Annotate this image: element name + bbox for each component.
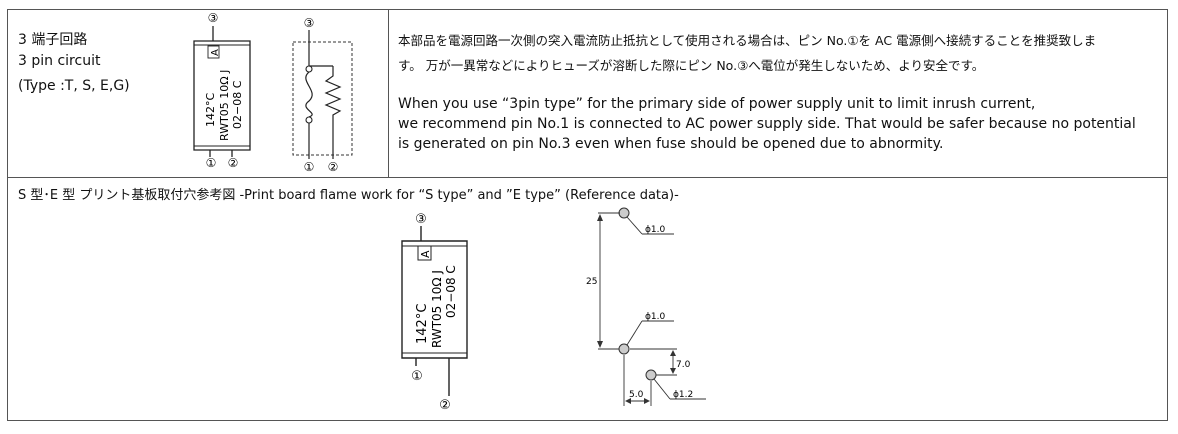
circuit-types: (Type :T, S, E,G): [18, 78, 130, 94]
schematic-pin-1-label: ①: [304, 160, 315, 174]
hole-top-dimension: ϕ1.0: [645, 225, 666, 235]
circuit-title-jp: 3 端子回路: [18, 32, 88, 48]
outer-frame: [7, 9, 1168, 421]
component-side-view: ③ ① ② 142°C A RWT05 10Ω J 02−08 C: [401, 212, 468, 413]
marking-line-3: 02−08 C: [231, 80, 244, 129]
description-jp-line-1: 本部品を電源回路一次側の突入電流防止抵抗として使用される場合は、ピン No.①を…: [398, 33, 1097, 48]
marking-a: A: [210, 49, 221, 56]
pin-1-label: ①: [411, 369, 423, 384]
schematic-outline: [292, 41, 353, 156]
marking-line-3: 02−08 C: [444, 265, 458, 318]
pin-1-label: ①: [206, 156, 217, 170]
hole-top: [618, 207, 630, 219]
description-jp-line-2: す。 万が一異常などによりヒューズが溶断した際にピン No.③へ電位が発生しない…: [398, 58, 985, 73]
pin-3-label: ③: [415, 212, 427, 227]
description-en-line-1: When you use “3pin type” for the primary…: [398, 96, 1036, 112]
resistor-symbol: [324, 66, 342, 159]
pin-2-label: ②: [439, 398, 451, 413]
row-divider: [7, 177, 1167, 178]
component-and-circuit-diagram: ③ ① ② 142°C A RWT05 10Ω J 02−08 C ③ ① ②: [193, 11, 353, 174]
resistor-body: [193, 40, 251, 151]
hole-bottom-dimension: ϕ1.2: [673, 390, 693, 400]
description-en-line-2: we recommend pin No.1 is connected to AC…: [398, 116, 1136, 132]
description-en-line-3: is generated on pin No.3 even when fuse …: [398, 136, 944, 152]
column-divider: [388, 9, 389, 177]
schematic-pin-3-label: ③: [304, 16, 315, 30]
marking-line-1: 142°C: [204, 93, 217, 127]
pin-3-label: ③: [208, 11, 219, 25]
hole-pattern-drawing: ϕ1.0 25 ϕ1.0 7.0 ϕ1.2 5.0: [586, 207, 706, 406]
schematic-pin-2-label: ②: [328, 160, 339, 174]
marking-line-1: 142°C: [415, 304, 430, 344]
marking-line-2: RWT05 10Ω J: [218, 70, 231, 141]
vertical-dimension: 25: [586, 277, 597, 287]
horizontal-dimension: 5.0: [629, 390, 644, 400]
hole-middle: [618, 343, 630, 355]
hole-middle-dimension: ϕ1.0: [645, 312, 666, 322]
small-vertical-dimension: 7.0: [676, 360, 691, 370]
board-layout-title: S 型･E 型 プリント基板取付穴参考図 -Print board flame …: [18, 188, 679, 203]
circuit-title-en: 3 pin circuit: [18, 53, 101, 69]
fuse-symbol: [305, 71, 313, 118]
marking-line-2: RWT05 10Ω J: [430, 270, 444, 348]
hole-bottom: [645, 369, 657, 381]
pin-2-label: ②: [228, 156, 239, 170]
marking-a: A: [419, 250, 432, 258]
